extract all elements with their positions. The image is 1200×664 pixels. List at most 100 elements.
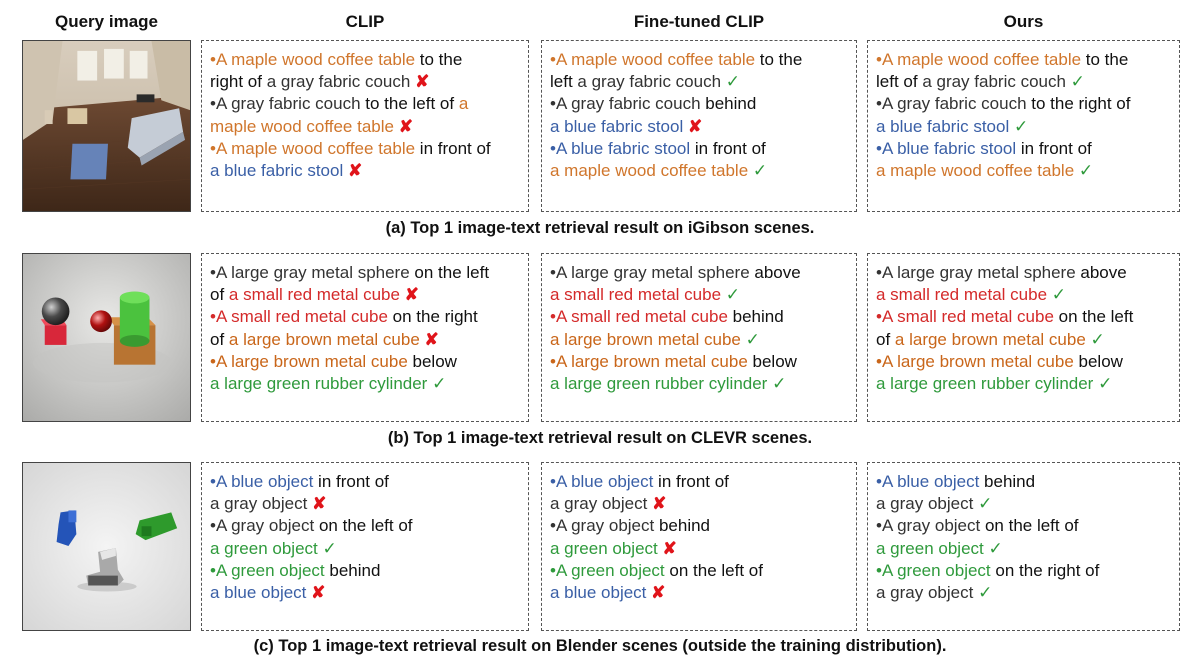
retrieval-text-line: a green object ✓ bbox=[876, 538, 1173, 560]
cross-mark-icon: ✘ bbox=[419, 329, 439, 349]
text-span: •A gray object bbox=[210, 516, 315, 536]
clevr-scene-image bbox=[22, 253, 191, 422]
retrieval-text-line: a small red metal cube ✓ bbox=[550, 284, 850, 306]
row-b-ours-cell: •A large gray metal sphere above a small… bbox=[876, 262, 1173, 395]
text-span: a blue object bbox=[210, 583, 307, 603]
text-span: a blue fabric stool bbox=[876, 116, 1010, 136]
text-span: to the right of bbox=[1026, 94, 1131, 114]
text-span: •A gray fabric couch bbox=[550, 94, 701, 114]
retrieval-text-line: a small red metal cube ✓ bbox=[876, 284, 1173, 306]
text-span: behind bbox=[324, 560, 381, 580]
text-span: •A small red metal cube bbox=[876, 307, 1054, 327]
caption-c: (c) Top 1 image-text retrieval result on… bbox=[253, 637, 947, 655]
text-span: a gray object bbox=[876, 494, 974, 514]
text-span: a large green rubber cylinder bbox=[550, 374, 768, 394]
text-span: a large green rubber cylinder bbox=[210, 374, 428, 394]
text-span: left of bbox=[876, 72, 923, 92]
text-span: in front of bbox=[415, 138, 491, 158]
retrieval-text-line: a large green rubber cylinder ✓ bbox=[876, 373, 1173, 395]
text-span: •A large gray metal sphere bbox=[876, 263, 1076, 282]
text-span: •A maple wood coffee table bbox=[876, 50, 1082, 69]
text-span: below bbox=[747, 351, 797, 371]
retrieval-text-line: maple wood coffee table ✘ bbox=[210, 116, 522, 138]
row-b-finetuned-box: •A large gray metal sphere above a small… bbox=[541, 253, 857, 422]
retrieval-text-line: left of a gray fabric couch ✓ bbox=[876, 71, 1173, 93]
text-span: in front of bbox=[690, 138, 766, 158]
text-span: behind bbox=[727, 307, 784, 327]
cross-mark-icon: ✘ bbox=[647, 494, 667, 514]
cross-mark-icon: ✘ bbox=[307, 494, 327, 514]
text-span: a gray fabric couch bbox=[922, 72, 1066, 92]
retrieval-text-line: a gray object ✘ bbox=[210, 493, 522, 515]
retrieval-text-line: •A large brown metal cube below bbox=[550, 351, 850, 373]
text-span: a gray object bbox=[876, 583, 974, 603]
retrieval-text-line: a large brown metal cube ✓ bbox=[550, 329, 850, 351]
retrieval-text-line: •A gray fabric couch to the right of bbox=[876, 93, 1173, 115]
text-span: behind bbox=[700, 94, 757, 114]
text-span: on the left of bbox=[664, 560, 763, 580]
text-span: in front of bbox=[653, 472, 729, 491]
retrieval-text-line: a blue object ✘ bbox=[210, 582, 522, 604]
text-span: above bbox=[1075, 263, 1127, 282]
cross-mark-icon: ✘ bbox=[657, 538, 677, 558]
text-span: •A green object bbox=[210, 560, 325, 580]
retrieval-text-line: •A gray object on the left of bbox=[876, 515, 1173, 537]
check-mark-icon: ✓ bbox=[1085, 329, 1105, 349]
cross-mark-icon: ✘ bbox=[646, 583, 666, 603]
text-span: a gray fabric couch bbox=[577, 72, 722, 92]
text-span: •A gray fabric couch bbox=[210, 94, 361, 114]
text-span: a small red metal cube bbox=[228, 285, 400, 305]
text-span: left bbox=[550, 72, 578, 92]
text-span: •A blue object bbox=[550, 472, 654, 491]
text-span: •A gray object bbox=[550, 516, 655, 536]
text-span: a large brown metal cube bbox=[894, 329, 1086, 349]
row-c-finetuned-cell: •A blue object in front of a gray object… bbox=[550, 471, 850, 604]
text-span: a small red metal cube bbox=[550, 285, 722, 305]
text-span: on the left of bbox=[980, 516, 1079, 536]
retrieval-text-line: •A gray fabric couch to the left of a bbox=[210, 93, 522, 115]
text-span: •A blue object bbox=[876, 472, 980, 491]
text-span: above bbox=[749, 263, 801, 282]
check-mark-icon: ✓ bbox=[317, 538, 337, 558]
text-span: a bbox=[454, 94, 469, 114]
text-span: •A blue fabric stool bbox=[550, 138, 691, 158]
retrieval-text-line: •A green object on the right of bbox=[876, 560, 1173, 582]
retrieval-text-line: a blue fabric stool ✘ bbox=[210, 160, 522, 182]
retrieval-text-line: •A small red metal cube behind bbox=[550, 306, 850, 328]
retrieval-text-line: of a large brown metal cube ✓ bbox=[876, 329, 1173, 351]
cross-mark-icon: ✘ bbox=[683, 116, 703, 136]
check-mark-icon: ✓ bbox=[973, 583, 993, 603]
retrieval-text-line: •A gray object behind bbox=[550, 515, 850, 537]
text-span: of bbox=[210, 329, 229, 349]
text-span: on the left bbox=[1053, 307, 1134, 327]
header-query-image: Query image bbox=[55, 12, 158, 31]
retrieval-text-line: •A large gray metal sphere on the left bbox=[210, 262, 522, 284]
retrieval-text-line: •A large gray metal sphere above bbox=[876, 262, 1173, 284]
text-span: on the left bbox=[409, 263, 490, 282]
retrieval-text-line: of a small red metal cube ✘ bbox=[210, 284, 522, 306]
retrieval-text-line: a gray object ✓ bbox=[876, 582, 1173, 604]
retrieval-text-line: •A large brown metal cube below bbox=[210, 351, 522, 373]
text-span: •A green object bbox=[876, 560, 991, 580]
text-span: to the bbox=[415, 50, 463, 69]
text-span: •A gray object bbox=[876, 516, 981, 536]
cross-mark-icon: ✘ bbox=[343, 161, 363, 181]
row-b-finetuned-cell: •A large gray metal sphere above a small… bbox=[550, 262, 850, 395]
retrieval-text-line: a maple wood coffee table ✓ bbox=[550, 160, 850, 182]
check-mark-icon: ✓ bbox=[1074, 161, 1094, 181]
retrieval-text-line: a blue fabric stool ✘ bbox=[550, 116, 850, 138]
text-span: •A large gray metal sphere bbox=[210, 263, 410, 282]
text-span: behind bbox=[979, 472, 1036, 491]
text-span: in front of bbox=[313, 472, 389, 491]
text-span: a maple wood coffee table bbox=[876, 161, 1075, 181]
row-c-clip-cell: •A blue object in front of a gray object… bbox=[210, 471, 522, 604]
cross-mark-icon: ✘ bbox=[399, 285, 419, 305]
row-c-ours-cell: •A blue object behind a gray object ✓•A … bbox=[876, 471, 1173, 604]
text-span: •A small red metal cube bbox=[210, 307, 388, 327]
text-span: below bbox=[407, 351, 457, 371]
text-span: •A large brown metal cube bbox=[876, 351, 1074, 371]
